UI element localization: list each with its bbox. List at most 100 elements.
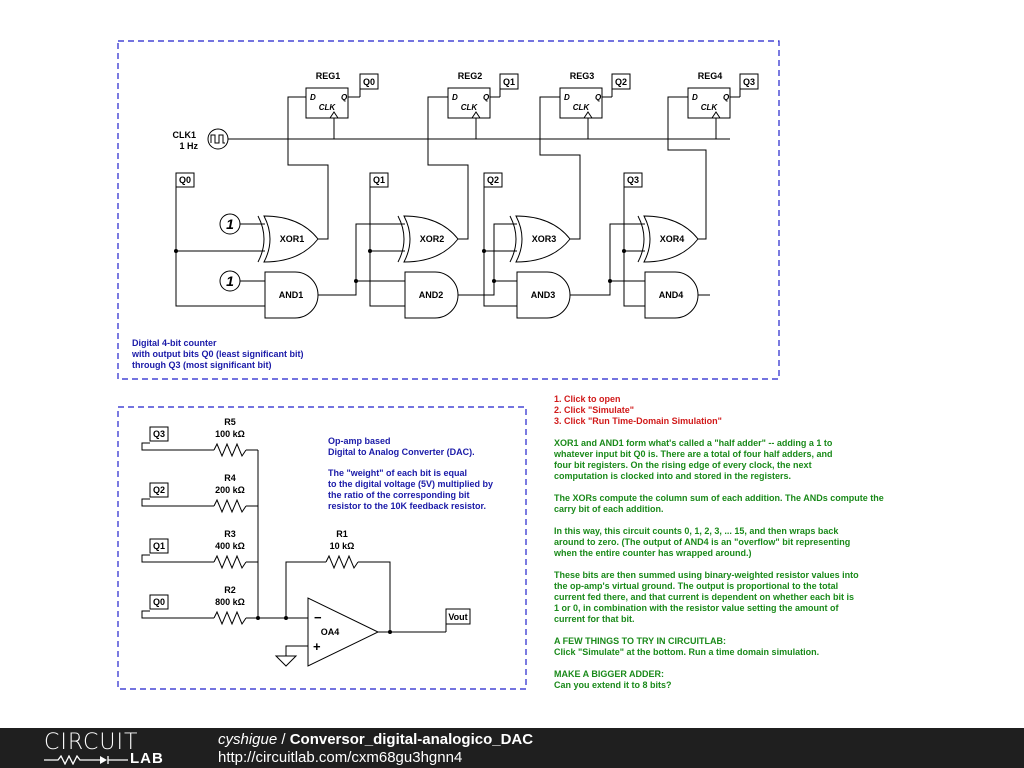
svg-text:R3: R3 (224, 529, 236, 539)
svg-text:R5: R5 (224, 417, 236, 427)
opamp-oa4[interactable]: − + OA4 (307, 597, 380, 667)
register-reg2[interactable]: D Q CLK (447, 87, 500, 119)
reg1-q-pin: Q (341, 93, 348, 102)
svg-text:Q2: Q2 (487, 175, 499, 185)
xor-gate-1[interactable]: XOR1 (257, 215, 319, 263)
resistor-r5[interactable]: R5 100 kΩ (213, 417, 247, 458)
side-notes: 1. Click to open 2. Click "Simulate" 3. … (554, 394, 994, 702)
counter-description-line-2: with output bits Q0 (least significant b… (131, 349, 304, 359)
circuitlab-logo-lab: LAB (130, 750, 164, 767)
reg1-label: REG1 (316, 71, 341, 81)
svg-text:Q3: Q3 (743, 77, 755, 87)
dac-description-2-line-3: the ratio of the corresponding bit (328, 490, 470, 500)
svg-text:10 kΩ: 10 kΩ (330, 541, 355, 551)
note-half-adder: XOR1 and AND1 form what's called a "half… (554, 438, 833, 481)
reg2-label: REG2 (458, 71, 483, 81)
dac-description-2-line-4: resistor to the 10K feedback resistor. (328, 501, 486, 511)
and-gate-4[interactable]: AND4 (644, 271, 699, 319)
counter-description-line-1: Digital 4-bit counter (132, 338, 217, 348)
constant-one-xor[interactable]: 1 (219, 213, 241, 235)
resistor-r4[interactable]: R4 200 kΩ (213, 473, 247, 514)
constant-one-and[interactable]: 1 (219, 270, 241, 292)
note-summing: These bits are then summed using binary-… (554, 570, 859, 624)
svg-text:Q0: Q0 (363, 77, 375, 87)
svg-text:AND3: AND3 (531, 290, 556, 300)
note-bigger-adder: MAKE A BIGGER ADDER: Can you extend it t… (554, 669, 672, 690)
reg2-clk-pin: CLK (461, 103, 479, 112)
note-counting: In this way, this circuit counts 0, 1, 2… (554, 526, 851, 558)
svg-text:XOR3: XOR3 (532, 234, 557, 244)
circuit-schematic: CLK1 1 Hz D Q CLK REG1 D Q CLK REG2 D Q … (117, 40, 780, 690)
svg-text:+: + (313, 639, 321, 654)
dac-description-2-line-2: to the digital voltage (5V) multiplied b… (328, 479, 493, 489)
svg-text:Q3: Q3 (153, 429, 165, 439)
register-reg4[interactable]: D Q CLK (687, 87, 740, 119)
resistor-r1-feedback[interactable]: R1 10 kΩ (325, 529, 359, 570)
reg3-clk-pin: CLK (573, 103, 591, 112)
resistor-r2[interactable]: R2 800 kΩ (213, 585, 247, 626)
clock-frequency: 1 Hz (179, 141, 198, 151)
note-things-to-try: A FEW THINGS TO TRY IN CIRCUITLAB: Click… (554, 636, 820, 657)
xor-gate-2[interactable]: XOR2 (397, 215, 459, 263)
project-author[interactable]: cyshigue (218, 731, 278, 748)
svg-text:400 kΩ: 400 kΩ (215, 541, 245, 551)
counter-description-line-3: through Q3 (most significant bit) (132, 360, 272, 370)
reg1-d-pin: D (310, 93, 316, 102)
svg-text:OA4: OA4 (321, 627, 340, 637)
project-url[interactable]: http://circuitlab.com/cxm68gu3hgnn4 (218, 749, 463, 766)
svg-text:AND2: AND2 (419, 290, 444, 300)
svg-text:100 kΩ: 100 kΩ (215, 429, 245, 439)
reg4-clk-pin: CLK (701, 103, 719, 112)
svg-text:Q1: Q1 (503, 77, 515, 87)
simulation-steps[interactable]: 1. Click to open 2. Click "Simulate" 3. … (554, 394, 722, 426)
input-flag-q1: Q1 (369, 172, 389, 192)
svg-text:−: − (314, 610, 322, 625)
logo-resistor-diode-icon (44, 755, 128, 765)
svg-text:Q2: Q2 (615, 77, 627, 87)
input-flag-q2: Q2 (483, 172, 503, 192)
reg1-output-flag: Q0 (359, 73, 379, 97)
reg3-output-flag: Q2 (611, 73, 631, 97)
svg-text:800 kΩ: 800 kΩ (215, 597, 245, 607)
resistor-r3[interactable]: R3 400 kΩ (213, 529, 247, 570)
svg-text:Q0: Q0 (179, 175, 191, 185)
reg4-output-flag: Q3 (739, 73, 759, 97)
svg-text:Q2: Q2 (153, 485, 165, 495)
svg-text:XOR4: XOR4 (660, 234, 685, 244)
svg-text:XOR2: XOR2 (420, 234, 445, 244)
xor-gate-4[interactable]: XOR4 (637, 215, 699, 263)
footer-bar: CIRCUIT LAB cyshigue / Conversor_digital… (0, 728, 1024, 768)
dac-input-flag-q1: Q1 (149, 538, 169, 554)
svg-text:AND1: AND1 (279, 290, 304, 300)
svg-text:R1: R1 (336, 529, 348, 539)
dac-description-1-line-2: Digital to Analog Converter (DAC). (328, 447, 475, 457)
dac-input-flag-q2: Q2 (149, 482, 169, 498)
reg4-d-pin: D (692, 93, 698, 102)
note-xors: The XORs compute the column sum of each … (554, 493, 884, 514)
register-reg3[interactable]: D Q CLK (559, 87, 612, 119)
circuitlab-logo[interactable]: CIRCUIT (44, 730, 139, 755)
dac-input-flag-q0: Q0 (149, 594, 169, 610)
xor-gate-3[interactable]: XOR3 (509, 215, 571, 263)
register-reg1[interactable]: D Q CLK (305, 87, 360, 119)
dac-input-flag-q3: Q3 (149, 426, 169, 442)
and-gate-3[interactable]: AND3 (516, 271, 571, 319)
reg2-output-flag: Q1 (499, 73, 519, 97)
svg-text:R2: R2 (224, 585, 236, 595)
reg3-label: REG3 (570, 71, 595, 81)
dac-description-1-line-1: Op-amp based (328, 436, 391, 446)
svg-text:Q0: Q0 (153, 597, 165, 607)
and-gate-1[interactable]: AND1 (264, 271, 319, 319)
counter-frame (117, 40, 780, 380)
reg1-clk-pin: CLK (319, 103, 337, 112)
clock-source[interactable] (207, 128, 229, 150)
clock-label: CLK1 (172, 130, 196, 140)
svg-text:200 kΩ: 200 kΩ (215, 485, 245, 495)
svg-text:Vout: Vout (448, 612, 467, 622)
title-separator: / (277, 731, 290, 748)
svg-text:Q1: Q1 (373, 175, 385, 185)
input-flag-q3: Q3 (623, 172, 643, 192)
svg-text:AND4: AND4 (659, 290, 684, 300)
project-name[interactable]: Conversor_digital-analogico_DAC (289, 731, 534, 748)
and-gate-2[interactable]: AND2 (404, 271, 459, 319)
